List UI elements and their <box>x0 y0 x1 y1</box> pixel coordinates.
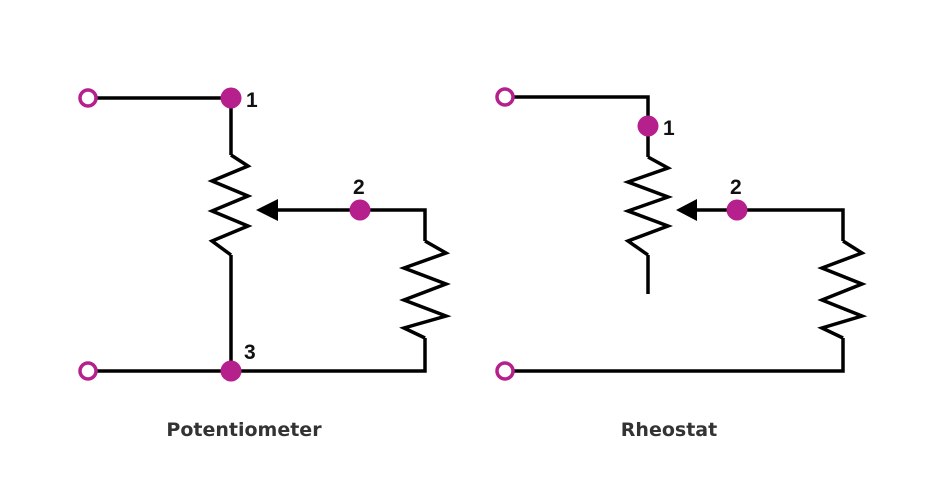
pot-pin-3-node <box>220 360 242 382</box>
pot-pin-3-label: 3 <box>244 341 256 364</box>
rheo-wiper-wire <box>696 208 845 241</box>
rheo-bottom-wire <box>513 338 845 373</box>
pot-input-terminal-bottom <box>78 361 98 381</box>
rheo-pin-1-label: 1 <box>663 117 675 140</box>
rheo-pin-2-label: 2 <box>730 176 742 199</box>
pot-pin-1-label: 1 <box>246 89 258 112</box>
rheo-wiper-arrow-icon <box>676 199 697 221</box>
pot-load-resistor <box>398 239 452 340</box>
rheo-pin-2-node <box>726 199 748 221</box>
rheo-input-terminal-top <box>495 87 515 107</box>
rheo-variable-resistor <box>622 155 674 257</box>
pot-wiper-arrow-icon <box>256 199 278 221</box>
rheo-top-wire <box>513 95 650 157</box>
rheo-input-terminal-bottom <box>495 361 515 381</box>
rheostat-circuit: 1 2 Rheostat <box>495 87 868 441</box>
rheo-load-resistor <box>817 239 868 340</box>
rheo-pin-1-node <box>637 115 659 137</box>
pot-pin-2-label: 2 <box>353 176 365 199</box>
pot-wiper-wire <box>275 208 427 241</box>
pot-variable-resistor <box>207 153 253 257</box>
pot-input-terminal-top <box>78 88 98 108</box>
pot-bottom-wire <box>96 338 427 373</box>
potentiometer-circuit: 1 2 3 Potentiometer <box>78 87 452 441</box>
pot-top-wire <box>96 96 233 155</box>
rheo-caption: Rheostat <box>621 419 717 441</box>
pot-pin-1-node <box>220 87 242 109</box>
pot-pin-2-node <box>349 199 371 221</box>
pot-caption: Potentiometer <box>166 419 322 441</box>
